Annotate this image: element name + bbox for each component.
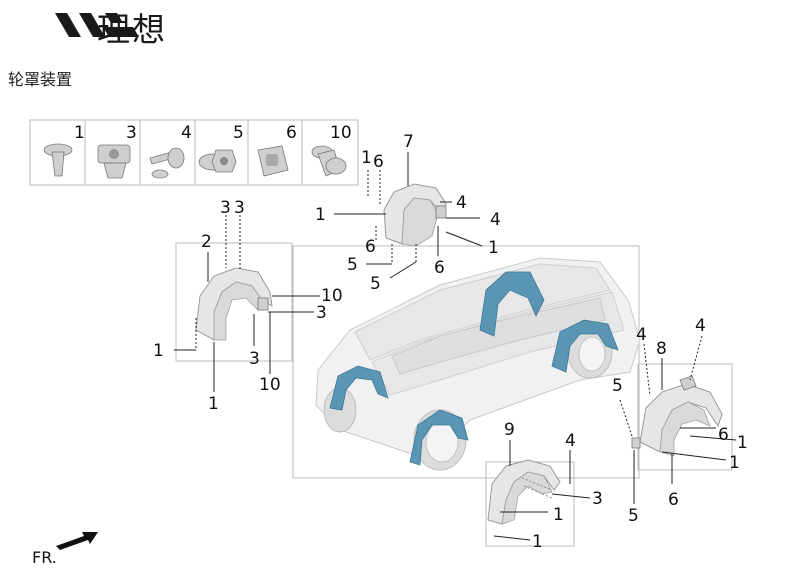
callout-10: 10	[321, 286, 343, 306]
callout-1: 1	[208, 394, 219, 414]
clip-nut-icon	[97, 144, 131, 179]
assembly-bottom: 9 4 3 1 1	[485, 420, 603, 552]
callout-9: 9	[504, 420, 515, 440]
callout-6: 6	[718, 425, 729, 445]
callout-3: 3	[592, 489, 603, 509]
callout-10: 10	[259, 375, 281, 395]
legend-num-4: 4	[181, 123, 192, 143]
hex-nut-icon	[198, 149, 237, 173]
square-clip-icon	[257, 145, 289, 177]
callout-6: 6	[373, 152, 384, 172]
callout-1: 1	[488, 238, 499, 258]
callout-1: 1	[153, 341, 164, 361]
callout-4: 4	[490, 210, 501, 230]
callout-4: 4	[456, 193, 467, 213]
vehicle-body	[292, 245, 641, 479]
fastener-legend: 1 3 4 5 6 10	[29, 119, 359, 186]
callout-5: 5	[347, 255, 358, 275]
liner-front-right-highlight	[551, 319, 619, 373]
callout-6: 6	[365, 237, 376, 257]
liner-rear-right-highlight	[479, 271, 545, 337]
callout-3: 3	[220, 198, 231, 218]
callout-1: 1	[737, 433, 748, 453]
front-direction-label: FR.	[32, 548, 57, 567]
assembly-top-center: 1 6 7 1 4 4 6 1 5 5 6	[315, 132, 501, 294]
push-rivet-icon	[43, 143, 73, 177]
callout-6: 6	[668, 490, 679, 510]
callout-6: 6	[434, 258, 445, 278]
callout-3: 3	[234, 198, 245, 218]
li-auto-logo-icon	[55, 13, 139, 37]
callout-3: 3	[316, 303, 327, 323]
callout-2: 2	[201, 232, 212, 252]
assembly-right: 4 4 8 5 6 1 1 5 6	[612, 316, 748, 526]
callout-1: 1	[553, 505, 564, 525]
callout-7: 7	[403, 132, 414, 152]
callout-4: 4	[695, 316, 706, 336]
legend-num-5: 5	[233, 123, 244, 143]
callout-1: 1	[361, 148, 372, 168]
liner-rear-left-highlight	[329, 365, 389, 411]
screw-icon	[149, 147, 185, 179]
expansion-rivet-icon	[311, 145, 347, 177]
front-direction-arrow-icon	[56, 532, 98, 550]
callout-1: 1	[315, 205, 326, 225]
callout-4: 4	[565, 431, 576, 451]
liner-front-left-highlight	[409, 409, 469, 466]
assembly-front-left: 3 3 2 10 3 1 3 10 1	[153, 198, 343, 414]
callout-5: 5	[628, 506, 639, 526]
callout-5: 5	[612, 376, 623, 396]
legend-num-3: 3	[126, 123, 137, 143]
callout-5: 5	[370, 274, 381, 294]
legend-num-6: 6	[286, 123, 297, 143]
page-title: 轮罩装置	[8, 70, 73, 89]
legend-num-1: 1	[74, 123, 85, 143]
callout-4: 4	[636, 325, 647, 345]
callout-1: 1	[532, 532, 543, 552]
callout-1: 1	[729, 453, 740, 473]
callout-3: 3	[249, 349, 260, 369]
callout-8: 8	[656, 339, 667, 359]
brand-name: 理想	[97, 10, 167, 49]
legend-num-10: 10	[330, 123, 352, 143]
